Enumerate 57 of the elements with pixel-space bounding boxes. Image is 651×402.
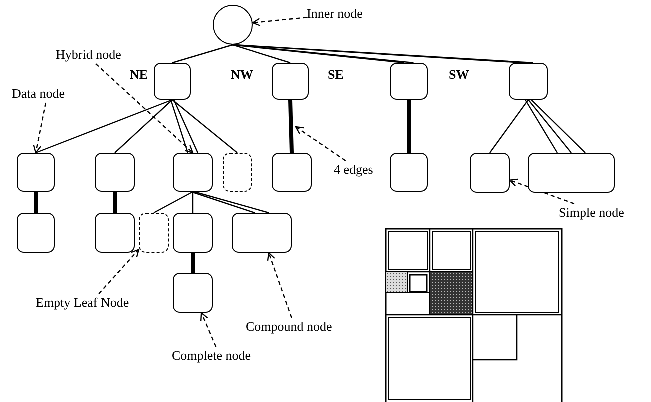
tree-edge	[113, 192, 117, 213]
quadrant-label: SW	[449, 66, 470, 84]
leader-arrow	[98, 249, 140, 294]
annotation-label: Hybrid node	[56, 46, 122, 64]
tree-edge	[531, 100, 586, 154]
tree-edge	[232, 44, 291, 64]
quadrant-label: NE	[130, 66, 148, 84]
tree-node-box	[173, 213, 213, 253]
tree-edge	[490, 100, 529, 154]
leader-arrow	[252, 17, 308, 26]
tree-node-box	[272, 153, 312, 192]
leader-arrow	[200, 312, 217, 348]
tree-edge	[194, 191, 270, 214]
tree-node-box	[173, 153, 213, 192]
tree-edge	[172, 100, 238, 154]
tree-edge	[172, 44, 234, 64]
tree-node-box	[390, 153, 428, 192]
empty-node-box	[223, 153, 252, 192]
tree-node-box	[95, 153, 135, 192]
annotation-label: Inner node	[307, 5, 363, 23]
annotation-label: Data node	[12, 85, 66, 103]
tree-edge	[114, 100, 173, 154]
tree-edge	[407, 100, 411, 153]
tree-node-box	[173, 273, 213, 313]
leader-arrow	[96, 64, 194, 154]
empty-node-box	[139, 213, 169, 253]
tree-node-box	[528, 153, 615, 193]
tree-node-box	[390, 63, 428, 100]
tree-edge	[173, 100, 199, 154]
quadrant-label: SE	[328, 66, 344, 84]
annotation-label: Empty Leaf Node	[36, 294, 130, 312]
tree-edge	[34, 192, 38, 213]
tree-node-box	[232, 213, 292, 253]
tree-node-box	[17, 213, 55, 253]
tree-node-box	[509, 63, 548, 100]
tree-node-box	[17, 153, 55, 192]
leader-arrow	[295, 126, 346, 162]
leader-arrow	[267, 252, 292, 318]
annotation-label: 4 edges	[334, 161, 374, 179]
tree-node-box	[154, 63, 191, 100]
leader-arrow	[33, 102, 47, 154]
tree-edge	[191, 253, 195, 273]
tree-node-box	[272, 63, 309, 100]
quadrant-label: NW	[231, 66, 254, 84]
tree-edge	[524, 100, 558, 154]
annotation-label: Simple node	[559, 204, 624, 222]
tree-edge	[191, 191, 256, 214]
tree-edge	[36, 99, 173, 154]
tree-edge	[154, 191, 194, 214]
tree-edge	[288, 100, 294, 154]
tree-edge	[528, 100, 572, 154]
tree-edge	[192, 192, 194, 213]
annotation-label: Complete node	[172, 347, 252, 365]
tree-node-box	[470, 153, 510, 193]
annotation-label: Compound node	[246, 318, 332, 336]
tree-node-box	[95, 213, 135, 253]
tree-edge	[170, 100, 189, 154]
